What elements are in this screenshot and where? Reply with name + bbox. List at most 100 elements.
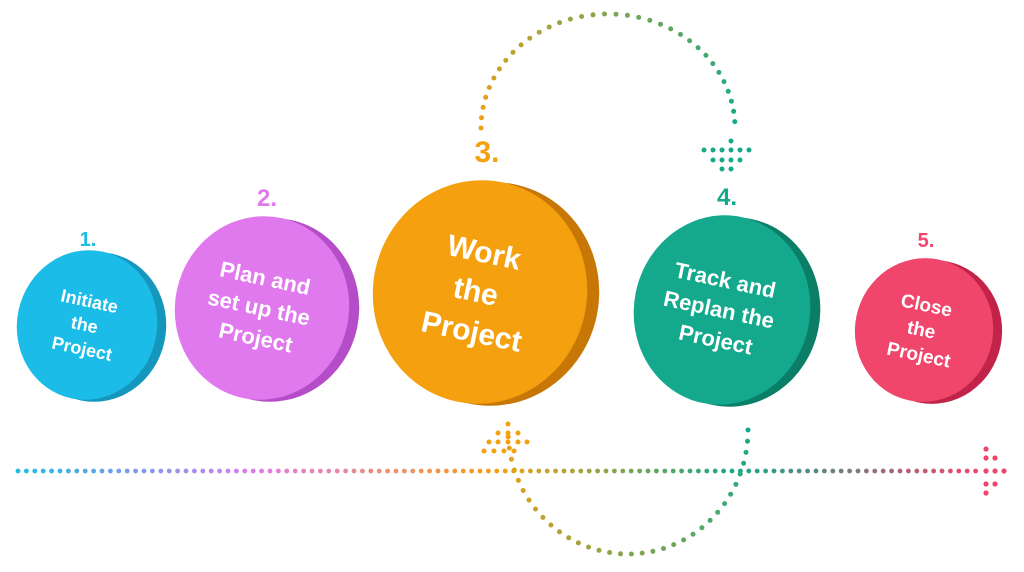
loop-top-arrowhead-dot: [728, 138, 734, 144]
step-number: 4.: [717, 184, 737, 211]
loop-top-dot: [716, 69, 722, 75]
timeline-dot: [931, 468, 936, 474]
timeline-dot: [124, 468, 130, 474]
timeline-dot: [318, 468, 323, 474]
loop-bottom-dot: [506, 445, 512, 451]
loop-top-dot: [703, 52, 709, 58]
loop-bottom-dot: [505, 434, 511, 440]
timeline-dot: [612, 468, 617, 474]
timeline-dot: [729, 468, 735, 474]
timeline-arrowhead-dot: [983, 481, 989, 487]
timeline-dot: [435, 468, 441, 474]
timeline-dot: [82, 468, 88, 474]
timeline-dot: [847, 468, 852, 474]
loop-top-dot: [546, 24, 552, 30]
timeline-dot: [670, 468, 676, 474]
timeline-dot: [460, 468, 466, 474]
timeline-dot: [771, 468, 777, 474]
loop-bottom-dot: [722, 501, 728, 507]
loop-top-arrowhead-dot: [719, 157, 725, 163]
loop-top-arrowhead-dot: [746, 147, 752, 153]
loop-top-dot: [479, 115, 484, 121]
timeline-dot: [662, 468, 668, 474]
loop-top-dot: [602, 11, 607, 17]
step-work: 3. Work the Project: [372, 136, 600, 406]
timeline-dot: [973, 468, 978, 474]
timeline-dot: [133, 468, 139, 474]
loop-bottom-arrowhead-dot: [524, 439, 530, 445]
timeline-dot: [259, 468, 264, 474]
timeline-dot: [284, 468, 290, 474]
loop-bottom-dot: [690, 531, 696, 537]
timeline-dot: [402, 468, 407, 474]
timeline-dot: [704, 468, 710, 474]
loop-top-dot: [491, 75, 497, 81]
step-disc-face: [16, 250, 158, 400]
timeline-dot: [74, 468, 80, 474]
timeline-dot: [108, 468, 113, 474]
loop-top-arrowhead-dot: [701, 147, 707, 153]
timeline-dot: [192, 468, 197, 474]
timeline-dot: [360, 468, 365, 474]
timeline-dot: [553, 468, 558, 474]
loop-bottom-dot: [607, 550, 613, 555]
timeline-dot: [595, 468, 600, 474]
timeline-dot: [855, 468, 861, 474]
loop-bottom-arrowhead-dot: [505, 430, 511, 436]
timeline-dot: [200, 468, 206, 474]
loop-top-dot: [728, 98, 734, 104]
loop-top-dot: [518, 42, 524, 48]
timeline-dot: [292, 468, 298, 474]
timeline-dot: [754, 468, 760, 474]
step-number: 3.: [474, 136, 499, 169]
loop-bottom-dot: [596, 547, 602, 553]
loop-bottom-arrowhead-dot: [511, 448, 517, 454]
loop-bottom-dot: [671, 542, 677, 548]
loop-top-arrowhead-dot: [728, 166, 734, 172]
timeline-dot: [410, 468, 416, 474]
loop-bottom-dot: [745, 438, 750, 444]
loop-bottom-dot: [639, 550, 645, 556]
step-initiate: 1. Initiate the Project: [16, 229, 167, 402]
loop-bottom-arrowhead-dot: [515, 430, 521, 436]
loop-top-dot: [695, 45, 701, 51]
timeline-dot: [805, 468, 810, 474]
loop-bottom-arrowhead-dot: [501, 448, 507, 454]
timeline-dot: [24, 468, 29, 474]
timeline-dot: [343, 468, 348, 474]
loop-top-dot: [483, 94, 489, 100]
loop-bottom-dot: [586, 544, 591, 550]
timeline-dot: [544, 468, 550, 474]
timeline-dot: [536, 468, 542, 474]
timeline-dot: [309, 468, 315, 474]
timeline-dot: [788, 468, 794, 474]
loop-bottom-dot: [699, 525, 705, 531]
timeline-dot: [242, 468, 248, 474]
timeline-dot: [897, 468, 903, 474]
timeline-dot: [183, 468, 189, 474]
loop-top-dot: [668, 26, 674, 32]
loop-bottom-dot: [728, 491, 734, 497]
loop-bottom-arrowhead-dot: [505, 421, 511, 427]
step-number: 2.: [257, 185, 277, 212]
timeline-dot: [679, 468, 684, 474]
loop-top-arrowhead-dot: [737, 157, 743, 163]
step-disc-face: [633, 215, 811, 405]
loop-bottom-arrowhead-dot: [481, 448, 487, 454]
timeline-dot: [687, 468, 693, 474]
loop-bottom-dot: [520, 488, 526, 493]
timeline-dot: [158, 468, 164, 474]
loop-bottom-dot: [715, 509, 721, 515]
timeline-dot: [578, 468, 584, 474]
loop-top-dot: [567, 16, 573, 22]
loop-top-dot: [480, 104, 486, 110]
timeline-arrowhead-dot: [1001, 468, 1007, 474]
loop-bottom-dot: [733, 481, 739, 487]
timeline-dot: [914, 468, 920, 474]
timeline-dot: [528, 468, 533, 474]
loop-top-arrowhead-dot: [710, 147, 716, 153]
timeline-dot: [66, 468, 71, 474]
loop-top-dot: [647, 17, 653, 23]
loop-bottom-dot: [533, 506, 538, 512]
